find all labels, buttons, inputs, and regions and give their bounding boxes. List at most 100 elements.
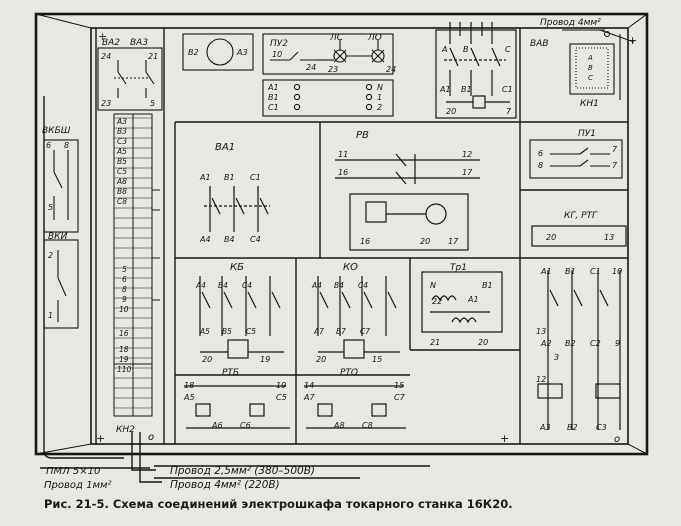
lbl-rto-c8: С8 [362,421,373,430]
lbl-ko-b7: В7 [336,327,346,336]
lbl-kg-3: 3 [554,353,559,362]
lbl-vav-b1: В1 [461,85,472,94]
lbl-ko-a7: А7 [313,327,324,336]
lbl-kg-a2: А2 [540,339,552,348]
lbl-rto: РТО [340,368,358,378]
terminal-strip-kn2 [113,113,160,417]
lbl-kn2-18: 18 [119,345,129,354]
lbl-rto-14: 14 [304,381,314,390]
lbl-kn1: КН1 [580,99,599,109]
lbl-pu1-8: 8 [538,161,543,170]
lbl-10a: 10 [272,50,282,59]
lbl-kn2: КН2 [116,425,135,435]
lbl-va2: ВА2 [102,38,120,48]
lbl-wire4: Провод 4мм² [540,18,601,28]
lbl-kn2-b5: В5 [117,157,127,166]
cable-entries [40,96,430,483]
lbl-vksh-8: 8 [64,141,69,150]
lbl-kg-13: 13 [604,233,614,242]
lbl-lo: ЛО [367,33,382,43]
lbl-kn2-b3: В3 [117,127,127,136]
lbl-kg-b2b: В2 [567,423,578,432]
breaker-va2-va3 [97,47,163,111]
thermal-relays [184,385,406,429]
lbl-pu2-c1: С1 [268,103,279,112]
lbl-kn2-110: 110 [117,365,132,374]
lbl-rtb-18: 18 [184,381,194,390]
lbl-pu2-2: 2 [377,103,382,112]
lbl-kn2-c5: С5 [117,167,127,176]
lbl-kn2-16: 16 [119,329,129,338]
lbl-kn1-b: В [588,64,593,72]
contactor-kb [199,276,284,359]
control-panel-pu2 [262,33,394,117]
lbl-kg-10: 10 [612,267,622,276]
lbl-tr1-22: 22 [432,297,442,306]
lbl-vav-c: С [505,45,511,54]
lbl-o1: о [614,434,620,445]
lbl-o2: о [148,432,154,443]
lbl-vav: ВАВ [530,39,549,49]
lbl-plus2: + [500,432,509,445]
lbl-vki-1: 1 [48,311,53,320]
lbl-kg-a1: А1 [540,267,552,276]
lbl-kg-a3: А3 [539,423,551,432]
lbl-kn2-10: 10 [119,305,129,314]
cabinet-frame [34,12,649,456]
lbl-pu1-7: 7 [612,145,618,154]
lbl-tr1-20: 20 [478,338,488,347]
lbl-24c: 24 [386,65,396,74]
lbl-24a: 24 [101,52,111,61]
lbl-rto-a8: А8 [333,421,345,430]
lbl-kn2-a8: А8 [116,177,127,186]
lbl-kg-12: 12 [536,375,546,384]
lbl-tr1-a1: А1 [467,295,479,304]
lbl-kn2-a5: А5 [116,147,127,156]
lbl-vav-b: В [463,45,469,54]
lbl-tr1-21: 21 [430,338,440,347]
lbl-kg-c3: С3 [596,423,607,432]
lbl-rto-a7: А7 [303,393,315,402]
lbl-kb-a4: А4 [195,281,206,290]
transformer-tr1 [421,271,503,333]
lbl-21a: 21 [148,52,158,61]
lbl-kg-b1: В1 [565,267,576,276]
lbl-kn1-c: С [588,74,593,82]
lbl-kg-13b: 13 [536,327,546,336]
lbl-kn2-9: 9 [122,295,127,304]
lbl-24b: 24 [306,63,316,72]
lbl-kb: КБ [230,262,244,273]
lbl-tr1-n: N [430,281,436,290]
lbl-pu2-1: 1 [377,93,382,102]
diagram-labels: ВА2 ВА3 24 21 23 5 В2 А3 ПУ2 ЛС ЛО 10 24… [42,18,637,491]
contactor-ko [317,276,400,359]
lbl-rtb-19: 19 [276,381,286,390]
lbl-rto-15: 15 [394,381,404,390]
lbl-kb-20: 20 [202,355,212,364]
lbl-pu2-n: N [377,83,383,92]
lbl-pu1-6: 6 [538,149,543,158]
lbl-vki: ВКИ [48,232,68,242]
lbl-ko-c7: С7 [360,327,370,336]
lbl-vav-7: 7 [506,107,512,116]
lbl-ko-a4: А4 [311,281,322,290]
lbl-rv-20: 20 [420,237,430,246]
lbl-rv-16: 16 [338,168,348,177]
lbl-kb-a5: А5 [199,327,210,336]
lbl-vksh: ВКБШ [42,126,71,136]
lbl-23b: 23 [328,65,338,74]
lbl-kn2-5: 5 [122,265,127,274]
lbl-rv-11: 11 [338,150,348,159]
breaker-va1 [204,186,270,232]
lbl-kg: КГ, РТГ [564,211,598,221]
lbl-pu2-b1: В1 [268,93,279,102]
time-relay-rv [335,153,480,251]
lbl-pu1-7b: 7 [612,161,618,170]
lbl-ko: КО [343,262,358,273]
lbl-tr1-b1: В1 [482,281,493,290]
lbl-ko-15: 15 [372,355,382,364]
lbl-ko-c4: С4 [358,281,368,290]
lbl-kg-b2: В2 [565,339,576,348]
lbl-rv-16b: 16 [360,237,370,246]
